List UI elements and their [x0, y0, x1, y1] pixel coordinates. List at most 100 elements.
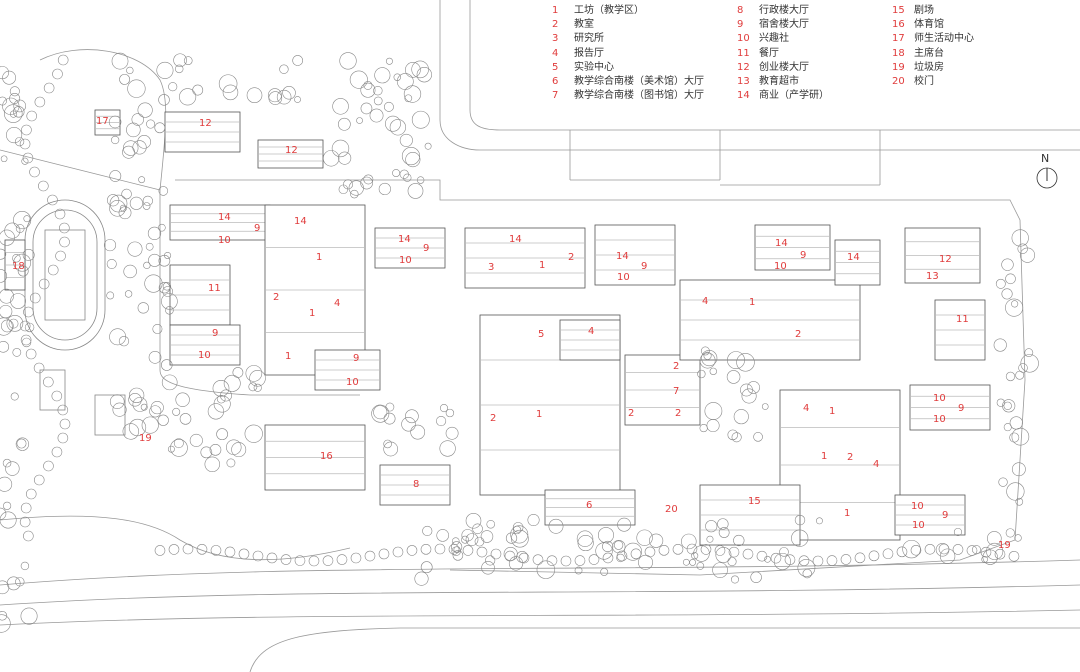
tree: [715, 547, 732, 563]
legend-number: 13: [737, 76, 750, 88]
plan-label: 12: [199, 118, 212, 129]
tree: [13, 253, 32, 272]
tree: [727, 351, 745, 370]
tree: [59, 236, 70, 248]
plan-label: 1: [316, 252, 322, 263]
tree: [282, 86, 296, 100]
tree: [508, 556, 524, 571]
plan-label: 9: [958, 403, 964, 414]
tree: [612, 539, 626, 554]
tree: [385, 115, 401, 132]
tree: [939, 548, 956, 564]
plan-label: 14: [218, 212, 231, 223]
tree: [200, 446, 213, 459]
tree: [38, 180, 49, 192]
plan-label: 9: [641, 261, 647, 272]
tree: [452, 550, 464, 561]
tree: [142, 195, 153, 206]
tree: [532, 554, 544, 565]
tree: [405, 62, 421, 78]
tree: [445, 408, 455, 418]
tree: [137, 102, 153, 118]
plan-label: 12: [939, 254, 952, 265]
tree: [644, 546, 656, 558]
tree: [794, 514, 806, 526]
tree: [248, 382, 258, 392]
tree: [292, 55, 304, 66]
tree: [364, 550, 376, 562]
tree: [910, 544, 922, 556]
tree: [1011, 462, 1026, 477]
tree: [383, 439, 392, 449]
plan-label: 4: [803, 403, 809, 414]
tree: [938, 543, 950, 555]
tree: [424, 142, 432, 150]
legend-number: 15: [892, 5, 905, 16]
plan-label: 4: [702, 296, 708, 307]
legend-label: 实验中心: [574, 61, 614, 73]
tree: [209, 444, 222, 456]
tree: [47, 264, 59, 276]
tree: [162, 282, 172, 291]
plan-label: 2: [673, 361, 679, 372]
tree: [1006, 482, 1025, 501]
plan-label: 6: [586, 500, 592, 511]
legend-label: 师生活动中心: [914, 33, 974, 45]
tree: [162, 286, 174, 297]
tree: [996, 398, 1005, 407]
tree: [123, 140, 139, 156]
legend-number: 8: [737, 5, 744, 16]
plan-label: 1: [749, 297, 755, 308]
tree: [503, 546, 518, 561]
tree: [154, 545, 166, 556]
tree: [226, 439, 242, 455]
tree: [231, 442, 247, 458]
tree: [691, 552, 699, 560]
tree: [636, 529, 653, 546]
tree: [396, 73, 414, 90]
tree: [111, 135, 120, 145]
tree: [47, 194, 58, 206]
tree: [756, 550, 768, 562]
tree: [420, 561, 433, 574]
tree: [761, 403, 769, 410]
tree: [577, 534, 594, 552]
tree: [510, 525, 529, 544]
tree: [349, 70, 368, 89]
tree: [704, 402, 723, 420]
tree: [373, 405, 388, 420]
tree: [338, 151, 352, 165]
tree: [124, 290, 133, 298]
tree: [399, 169, 409, 179]
plan-label: 10: [198, 350, 211, 361]
tree: [21, 157, 29, 165]
plan-label: 14: [847, 252, 860, 263]
tree: [414, 571, 429, 586]
tree: [995, 278, 1006, 289]
plan-label: 10: [933, 414, 946, 425]
tree: [986, 542, 1004, 560]
tree: [322, 555, 334, 566]
tree: [143, 261, 151, 269]
tree: [9, 93, 21, 104]
plan-label: 9: [353, 353, 359, 364]
tree: [161, 293, 178, 310]
plan-label: 1: [539, 260, 545, 271]
tree: [480, 530, 494, 543]
legend-number: 18: [892, 47, 905, 59]
tree: [714, 545, 726, 556]
plan-label: 17: [96, 116, 109, 127]
tree: [360, 102, 373, 115]
tree: [172, 407, 181, 416]
tree: [1003, 401, 1012, 411]
tree: [57, 404, 69, 416]
tree: [294, 96, 301, 103]
tree: [109, 394, 125, 409]
tree: [993, 338, 1007, 352]
tree: [0, 229, 15, 246]
tree: [512, 522, 524, 533]
tree: [812, 555, 824, 567]
